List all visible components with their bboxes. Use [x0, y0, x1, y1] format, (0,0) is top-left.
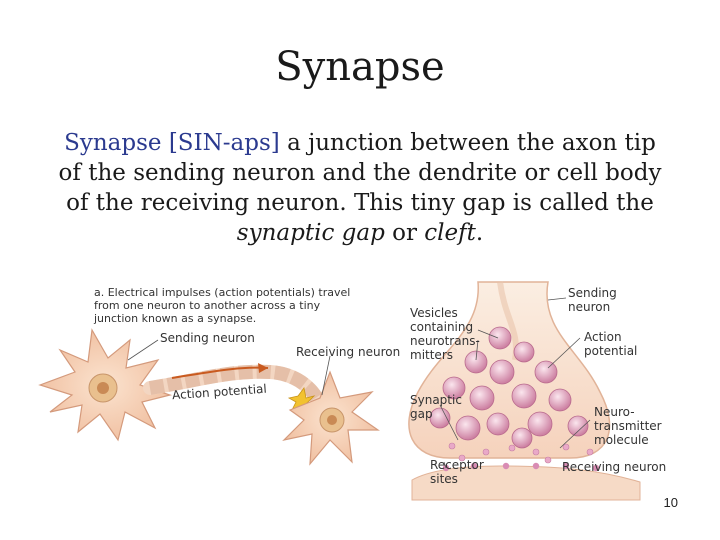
label-sending-neuron-right: Sending neuron — [568, 286, 617, 314]
slide-title: Synapse — [275, 44, 445, 90]
axon — [143, 364, 327, 412]
label-neurotransmitter: Neuro-transmitter molecule — [594, 405, 662, 447]
figure-caption: a. Electrical impulses (action potential… — [94, 286, 351, 325]
arrowhead-icon — [258, 363, 268, 373]
receiving-membrane — [411, 465, 641, 501]
receiving-neuron-body — [282, 370, 380, 466]
page-number: 10 — [663, 495, 678, 510]
definition-emphasis-2: cleft — [424, 220, 476, 246]
definition-emphasis-1: synaptic gap — [236, 220, 385, 246]
label-sending-neuron-left: Sending neuron — [160, 331, 255, 345]
sending-neuron-body — [38, 328, 173, 442]
definition-term: Synapse [SIN-aps] — [64, 130, 280, 156]
label-vesicles: Vesicles containing neurotrans-mitters — [410, 306, 480, 362]
vesicles — [429, 326, 589, 449]
definition-body-2: or — [384, 220, 425, 246]
definition-body-1: a junction between the axon tip of the s… — [58, 130, 662, 216]
label-receiving-neuron-left: Receiving neuron — [296, 345, 401, 359]
definition-body-3: . — [475, 220, 484, 246]
label-synaptic-gap: Synaptic gap — [410, 393, 462, 421]
definition-text: Synapse [SIN-aps] a junction between the… — [50, 128, 670, 248]
label-receptor-sites: Receptor sites — [430, 458, 484, 486]
label-action-potential-right: Action potential — [584, 330, 638, 358]
neurotransmitter-molecules — [448, 442, 594, 464]
label-receiving-neuron-right: Receiving neuron — [562, 460, 667, 474]
